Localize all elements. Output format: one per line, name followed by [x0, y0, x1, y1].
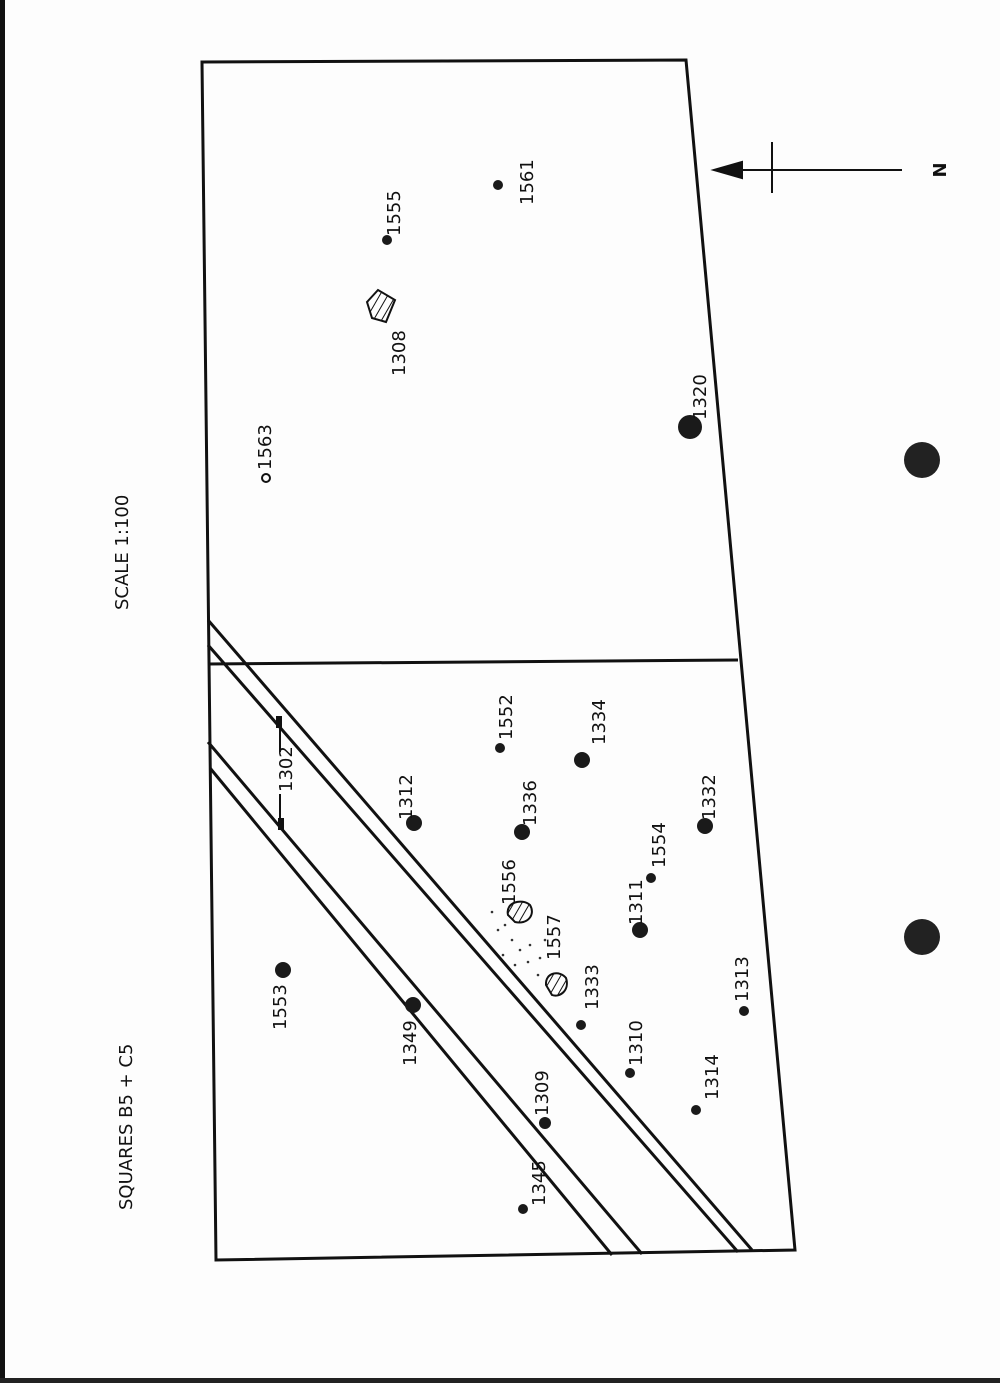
scale-label: SCALE 1:100: [112, 495, 133, 610]
posthole-marker: [405, 997, 421, 1013]
feature-label: 1311: [626, 879, 647, 925]
posthole-marker: [646, 873, 656, 883]
posthole-marker: [697, 818, 713, 834]
feature-1563: 1563: [255, 424, 276, 483]
square-divider: [207, 658, 739, 666]
feature-1312: 1312: [396, 774, 422, 831]
feature-label: 1308: [389, 330, 410, 376]
hatched-feature-shape: [365, 288, 397, 324]
feature-1334: 1334: [574, 699, 610, 768]
feature-1561: 1561: [493, 159, 538, 205]
posthole-marker: [678, 415, 702, 439]
posthole-marker: [539, 1117, 551, 1129]
feature-end-mark: [276, 716, 282, 728]
reference-marker: [904, 919, 940, 955]
scatter-dots: [490, 910, 547, 977]
feature-label: 1556: [499, 859, 520, 905]
trench-outline: [200, 58, 797, 1262]
feature-1557: 1557: [544, 914, 568, 997]
scatter-dot: [501, 953, 505, 957]
feature-label: 1552: [496, 694, 517, 740]
feature-label: 1314: [702, 1054, 723, 1100]
scatter-dot: [496, 928, 500, 932]
ditch-lines: [206, 619, 754, 1256]
feature-1554: 1554: [646, 822, 670, 883]
posthole-marker: [691, 1105, 701, 1115]
feature-1345: 1345: [518, 1160, 550, 1214]
feature-1320: 1320: [678, 374, 711, 439]
feature-label: 1312: [396, 774, 417, 820]
posthole-marker: [632, 922, 648, 938]
scatter-dot: [510, 938, 514, 942]
feature-1313: 1313: [732, 956, 753, 1016]
feature-1311: 1311: [626, 879, 648, 938]
feature-1336: 1336: [514, 780, 541, 840]
scatter-dot: [536, 973, 540, 977]
scatter-dot: [526, 960, 530, 964]
scatter-dot: [490, 910, 494, 914]
feature-1302: 1302: [276, 716, 297, 830]
north-arrow: [710, 142, 902, 193]
feature-1552: 1552: [495, 694, 517, 753]
feature-1308: 1308: [365, 288, 410, 376]
feature-label: 1554: [649, 822, 670, 868]
feature-1333: 1333: [576, 964, 603, 1030]
feature-label: 1320: [690, 374, 711, 420]
scan-edge-left: [0, 0, 5, 1383]
feature-label: 1334: [589, 699, 610, 745]
feature-1332: 1332: [697, 774, 720, 834]
posthole-marker: [406, 815, 422, 831]
plan-title: SQUARES B5 + C5: [116, 1044, 137, 1210]
feature-end-mark: [278, 818, 284, 830]
posthole-marker: [518, 1204, 528, 1214]
scatter-dot: [513, 963, 517, 967]
scan-edge-bottom: [0, 1378, 1000, 1383]
feature-label: 1309: [532, 1070, 553, 1116]
posthole-marker: [576, 1020, 586, 1030]
hatched-feature-shape: [506, 900, 533, 924]
scatter-dot: [543, 938, 547, 942]
feature-label: 1561: [517, 159, 538, 205]
feature-1314: 1314: [691, 1054, 723, 1115]
north-label: N: [930, 162, 951, 177]
feature-label: 1336: [520, 780, 541, 826]
reference-marker: [904, 442, 940, 478]
feature-label: 1345: [529, 1160, 550, 1206]
posthole-marker: [493, 180, 503, 190]
feature-label: 1310: [626, 1020, 647, 1066]
posthole-open-marker: [261, 473, 271, 483]
hatched-feature-shape: [544, 972, 568, 997]
feature-1555: 1555: [382, 190, 405, 245]
posthole-marker: [574, 752, 590, 768]
scatter-dot: [518, 948, 522, 952]
feature-label: 1563: [255, 424, 276, 470]
posthole-marker: [495, 743, 505, 753]
posthole-marker: [625, 1068, 635, 1078]
posthole-marker: [739, 1006, 749, 1016]
scatter-dot: [538, 956, 542, 960]
feature-label: 1302: [276, 746, 297, 792]
feature-1349: 1349: [400, 997, 421, 1066]
scatter-dot: [528, 943, 532, 947]
feature-label: 1555: [384, 190, 405, 236]
feature-label: 1553: [270, 984, 291, 1030]
feature-label: 1333: [582, 964, 603, 1010]
feature-label: 1332: [699, 774, 720, 820]
feature-1310: 1310: [625, 1020, 647, 1078]
feature-1556: 1556: [499, 859, 533, 924]
feature-label: 1349: [400, 1020, 421, 1066]
feature-label: 1313: [732, 956, 753, 1002]
scatter-dot: [503, 923, 507, 927]
feature-label: 1557: [544, 914, 565, 960]
posthole-marker: [275, 962, 291, 978]
posthole-marker: [514, 824, 530, 840]
feature-1309: 1309: [532, 1070, 553, 1129]
posthole-marker: [382, 235, 392, 245]
feature-1553: 1553: [270, 962, 291, 1030]
